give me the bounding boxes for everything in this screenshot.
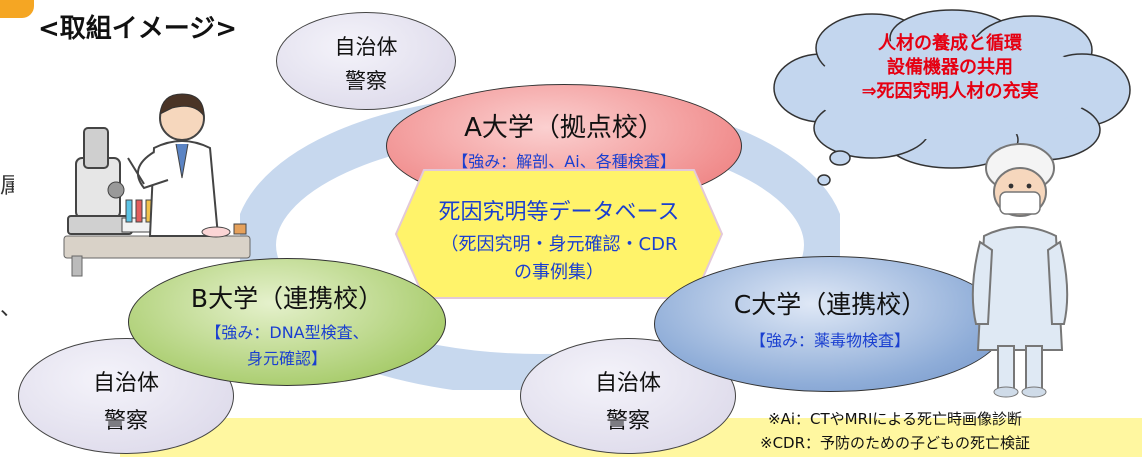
page-title: <取組イメージ> xyxy=(38,14,238,44)
cloud-line1: 人材の養成と循環 xyxy=(878,33,1022,54)
local-left-line2: 警察 xyxy=(103,409,148,434)
medical-staff-in-gown-illustration xyxy=(971,143,1069,398)
university-c-ellipse: C大学（連携校） 【強み：薬毒物検査】 xyxy=(654,256,1006,392)
cloud-text: 人材の養成と循環 設備機器の共用 ⇒死因究明人材の充実 xyxy=(790,32,1110,104)
cloud-line3: ⇒死因究明人材の充実 xyxy=(861,81,1039,102)
corner-accent xyxy=(0,0,34,18)
database-line1: 死因究明等データベース xyxy=(438,200,680,225)
university-b-name: B大学（連携校） xyxy=(190,284,384,313)
local-bottom-line2: 警察 xyxy=(605,409,650,434)
scientist-with-microscope-illustration xyxy=(63,93,251,277)
local-top-line1: 自治体 xyxy=(334,35,398,59)
edge-fragment-2: 、 xyxy=(0,296,23,321)
local-bottom-line1: 自治体 xyxy=(594,371,661,396)
university-b-strength-1: 【強み：DNA型検査、 xyxy=(205,323,369,342)
database-line3: の事例集） xyxy=(514,262,604,283)
cloud-line2: 設備機器の共用 xyxy=(887,57,1013,78)
university-a-name: A大学（拠点校） xyxy=(464,113,664,143)
local-top-line2: 警察 xyxy=(345,69,387,93)
university-c-strength: 【強み：薬毒物検査】 xyxy=(749,331,910,350)
note-cdr: ※CDR：予防のための子どもの死亡検証 xyxy=(760,434,1031,452)
note-ai: ※Ai：CTやMRIによる死亡時画像診断 xyxy=(768,410,1022,428)
database-label: 死因究明等データベース （死因究明・身元確認・CDR の事例集） xyxy=(394,194,724,284)
local-ellipse-top: 自治体 警察 xyxy=(276,12,456,110)
local-left-line1: 自治体 xyxy=(92,371,159,396)
edge-fragment-1: 属 xyxy=(0,174,14,199)
university-a-strength: 【強み：解剖、Ai、各種検査】 xyxy=(452,152,676,171)
thought-cloud-icon xyxy=(773,9,1131,186)
university-c-name: C大学（連携校） xyxy=(733,290,927,319)
university-b-strength-2: 身元確認】 xyxy=(246,349,327,368)
database-line2: （死因究明・身元確認・CDR xyxy=(440,234,678,255)
university-b-ellipse: B大学（連携校） 【強み：DNA型検査、 身元確認】 xyxy=(128,258,446,386)
